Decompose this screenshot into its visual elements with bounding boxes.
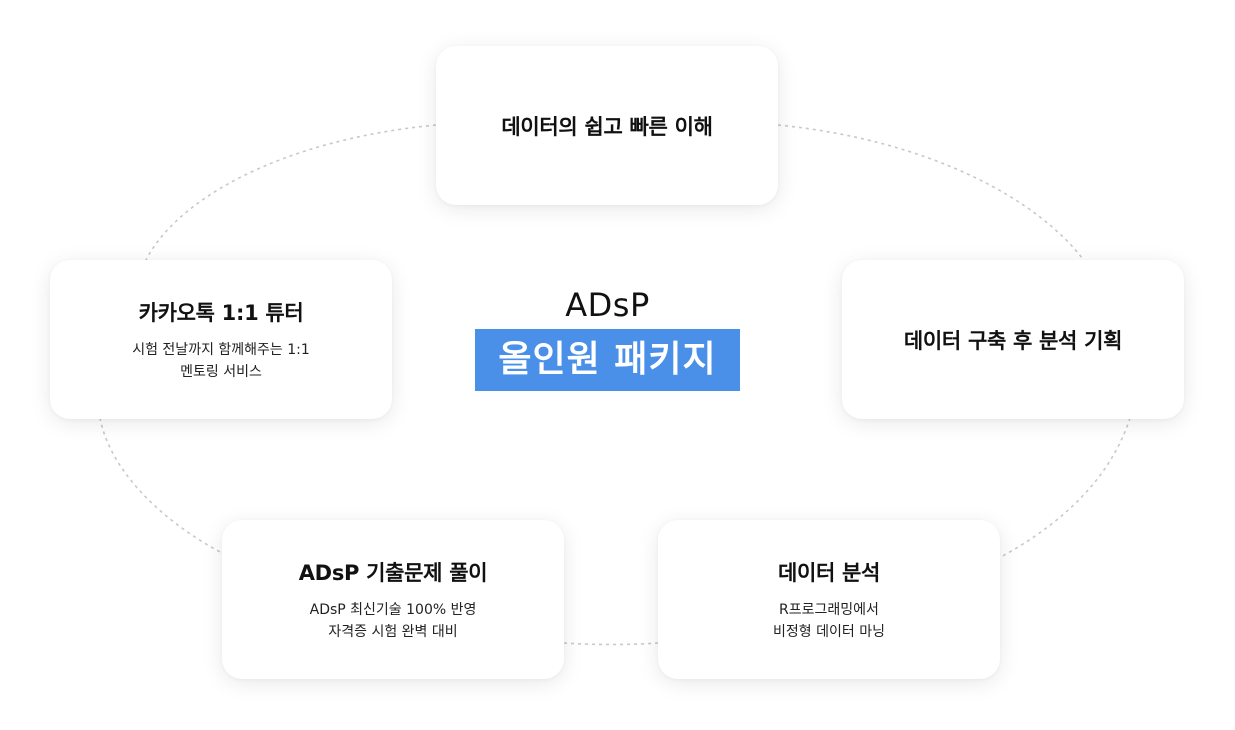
center-package-label: ADsP 올인원 패키지	[475, 283, 740, 391]
card-title: ADsP 기출문제 풀이	[298, 560, 488, 585]
card-analysis-planning: 데이터 구축 후 분석 기획	[842, 260, 1184, 419]
card-desc-line: 멘토링 서비스	[180, 363, 262, 380]
card-description: R프로그래밍에서 비정형 데이터 마닝	[773, 599, 885, 643]
center-title-badge: 올인원 패키지	[475, 329, 740, 391]
card-title: 데이터 분석	[777, 560, 881, 585]
card-desc-line: 자격증 시험 완벽 대비	[328, 623, 458, 640]
card-title: 데이터의 쉽고 빠른 이해	[501, 114, 713, 139]
card-data-understanding: 데이터의 쉽고 빠른 이해	[436, 46, 778, 205]
card-data-analysis: 데이터 분석 R프로그래밍에서 비정형 데이터 마닝	[658, 520, 1000, 679]
card-description: 시험 전날까지 함께해주는 1:1 멘토링 서비스	[132, 339, 310, 383]
card-desc-line: 시험 전날까지 함께해주는 1:1	[132, 341, 310, 358]
card-title: 카카오톡 1:1 튜터	[138, 300, 304, 325]
center-subtitle: ADsP	[565, 286, 650, 324]
card-description: ADsP 최신기술 100% 반영 자격증 시험 완벽 대비	[310, 599, 477, 643]
card-kakao-tutor: 카카오톡 1:1 튜터 시험 전날까지 함께해주는 1:1 멘토링 서비스	[50, 260, 392, 419]
card-desc-line: ADsP 최신기술 100% 반영	[309, 601, 477, 618]
card-desc-line: R프로그래밍에서	[779, 601, 879, 618]
card-past-exam: ADsP 기출문제 풀이 ADsP 최신기술 100% 반영 자격증 시험 완벽…	[222, 520, 564, 679]
card-title: 데이터 구축 후 분석 기획	[903, 328, 1123, 353]
card-desc-line: 비정형 데이터 마닝	[773, 623, 885, 640]
